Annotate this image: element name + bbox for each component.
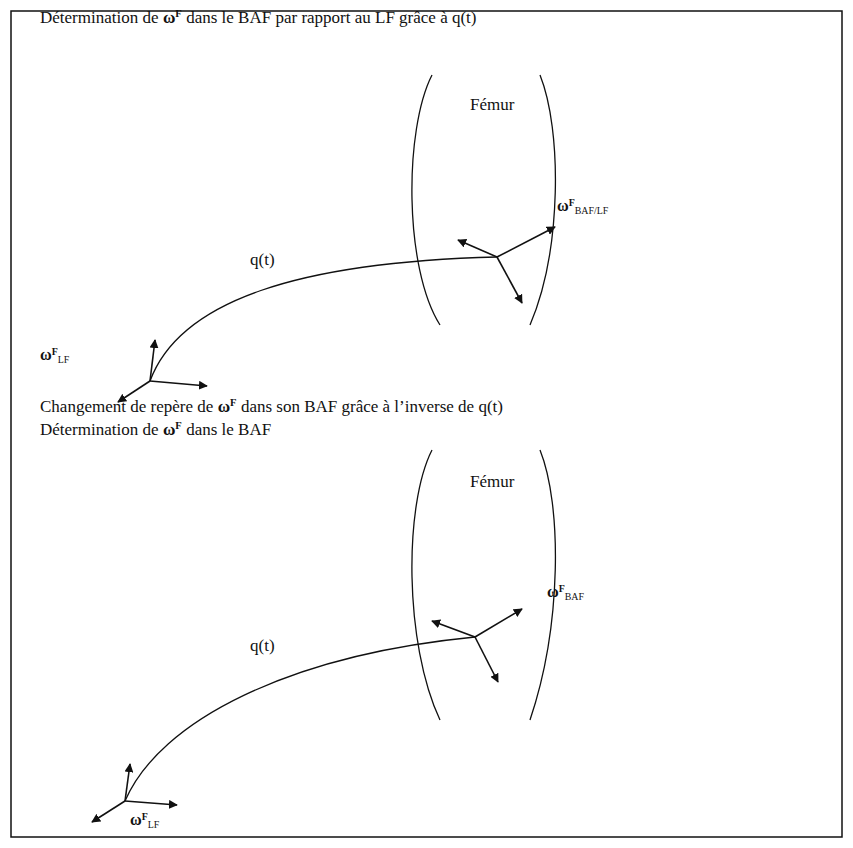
label-text: F [230,397,236,408]
transform-curve [125,637,475,801]
label-text: q(t) [250,636,275,655]
coordinate-frame [432,609,522,682]
label-text: LF [58,354,70,365]
femur-outline [530,75,555,325]
label-text: dans le BAF par rapport au LF grâce à q(… [186,8,476,27]
transform-label: q(t) [250,250,275,270]
label-text: Détermination de [40,420,159,439]
label-text: ω [547,583,559,600]
heading-text: Détermination deωFdans le BAF [40,420,271,440]
label-text: Changement de repère de [40,397,213,416]
angular-velocity-label: ωFBAF/LF [557,196,608,217]
label-text: F [142,811,148,822]
angular-velocity-label: ωFLF [40,345,69,366]
bone-label: Fémur [470,472,514,492]
coordinate-frame [458,227,555,303]
label-text: q(t) [250,250,275,269]
label-text: ω [163,420,175,439]
label-text: ω [130,811,142,828]
label-text: BAF [565,591,584,602]
transform-curve [150,257,497,381]
bone-label: Fémur [470,95,514,115]
heading-text: Changement de repère de ωFdans son BAF gr… [40,397,503,417]
coordinate-frame [118,340,207,402]
label-text: ω [163,8,175,27]
label-text: Fémur [470,472,514,491]
label-text: BAF/LF [575,205,609,216]
label-text: F [52,346,58,357]
label-text: F [559,583,565,594]
femur-outline [412,75,440,325]
label-text: ω [557,197,569,214]
label-text: F [175,420,181,431]
angular-velocity-label: ωFBAF [547,582,584,603]
angular-velocity-label: ωFLF [130,810,159,831]
label-text: ω [218,397,230,416]
label-text: F [569,197,575,208]
label-text: Fémur [470,95,514,114]
frame-border [11,11,842,837]
femur-outline [412,450,440,720]
transform-label: q(t) [250,636,275,656]
label-text: Détermination de [40,8,159,27]
label-text: F [175,8,181,19]
label-text: dans son BAF grâce à l’inverse de q(t) [241,397,503,416]
heading-text: Détermination deωFdans le BAF par rappor… [40,8,477,28]
label-text: dans le BAF [186,420,271,439]
label-text: ω [40,346,52,363]
label-text: LF [148,819,160,830]
